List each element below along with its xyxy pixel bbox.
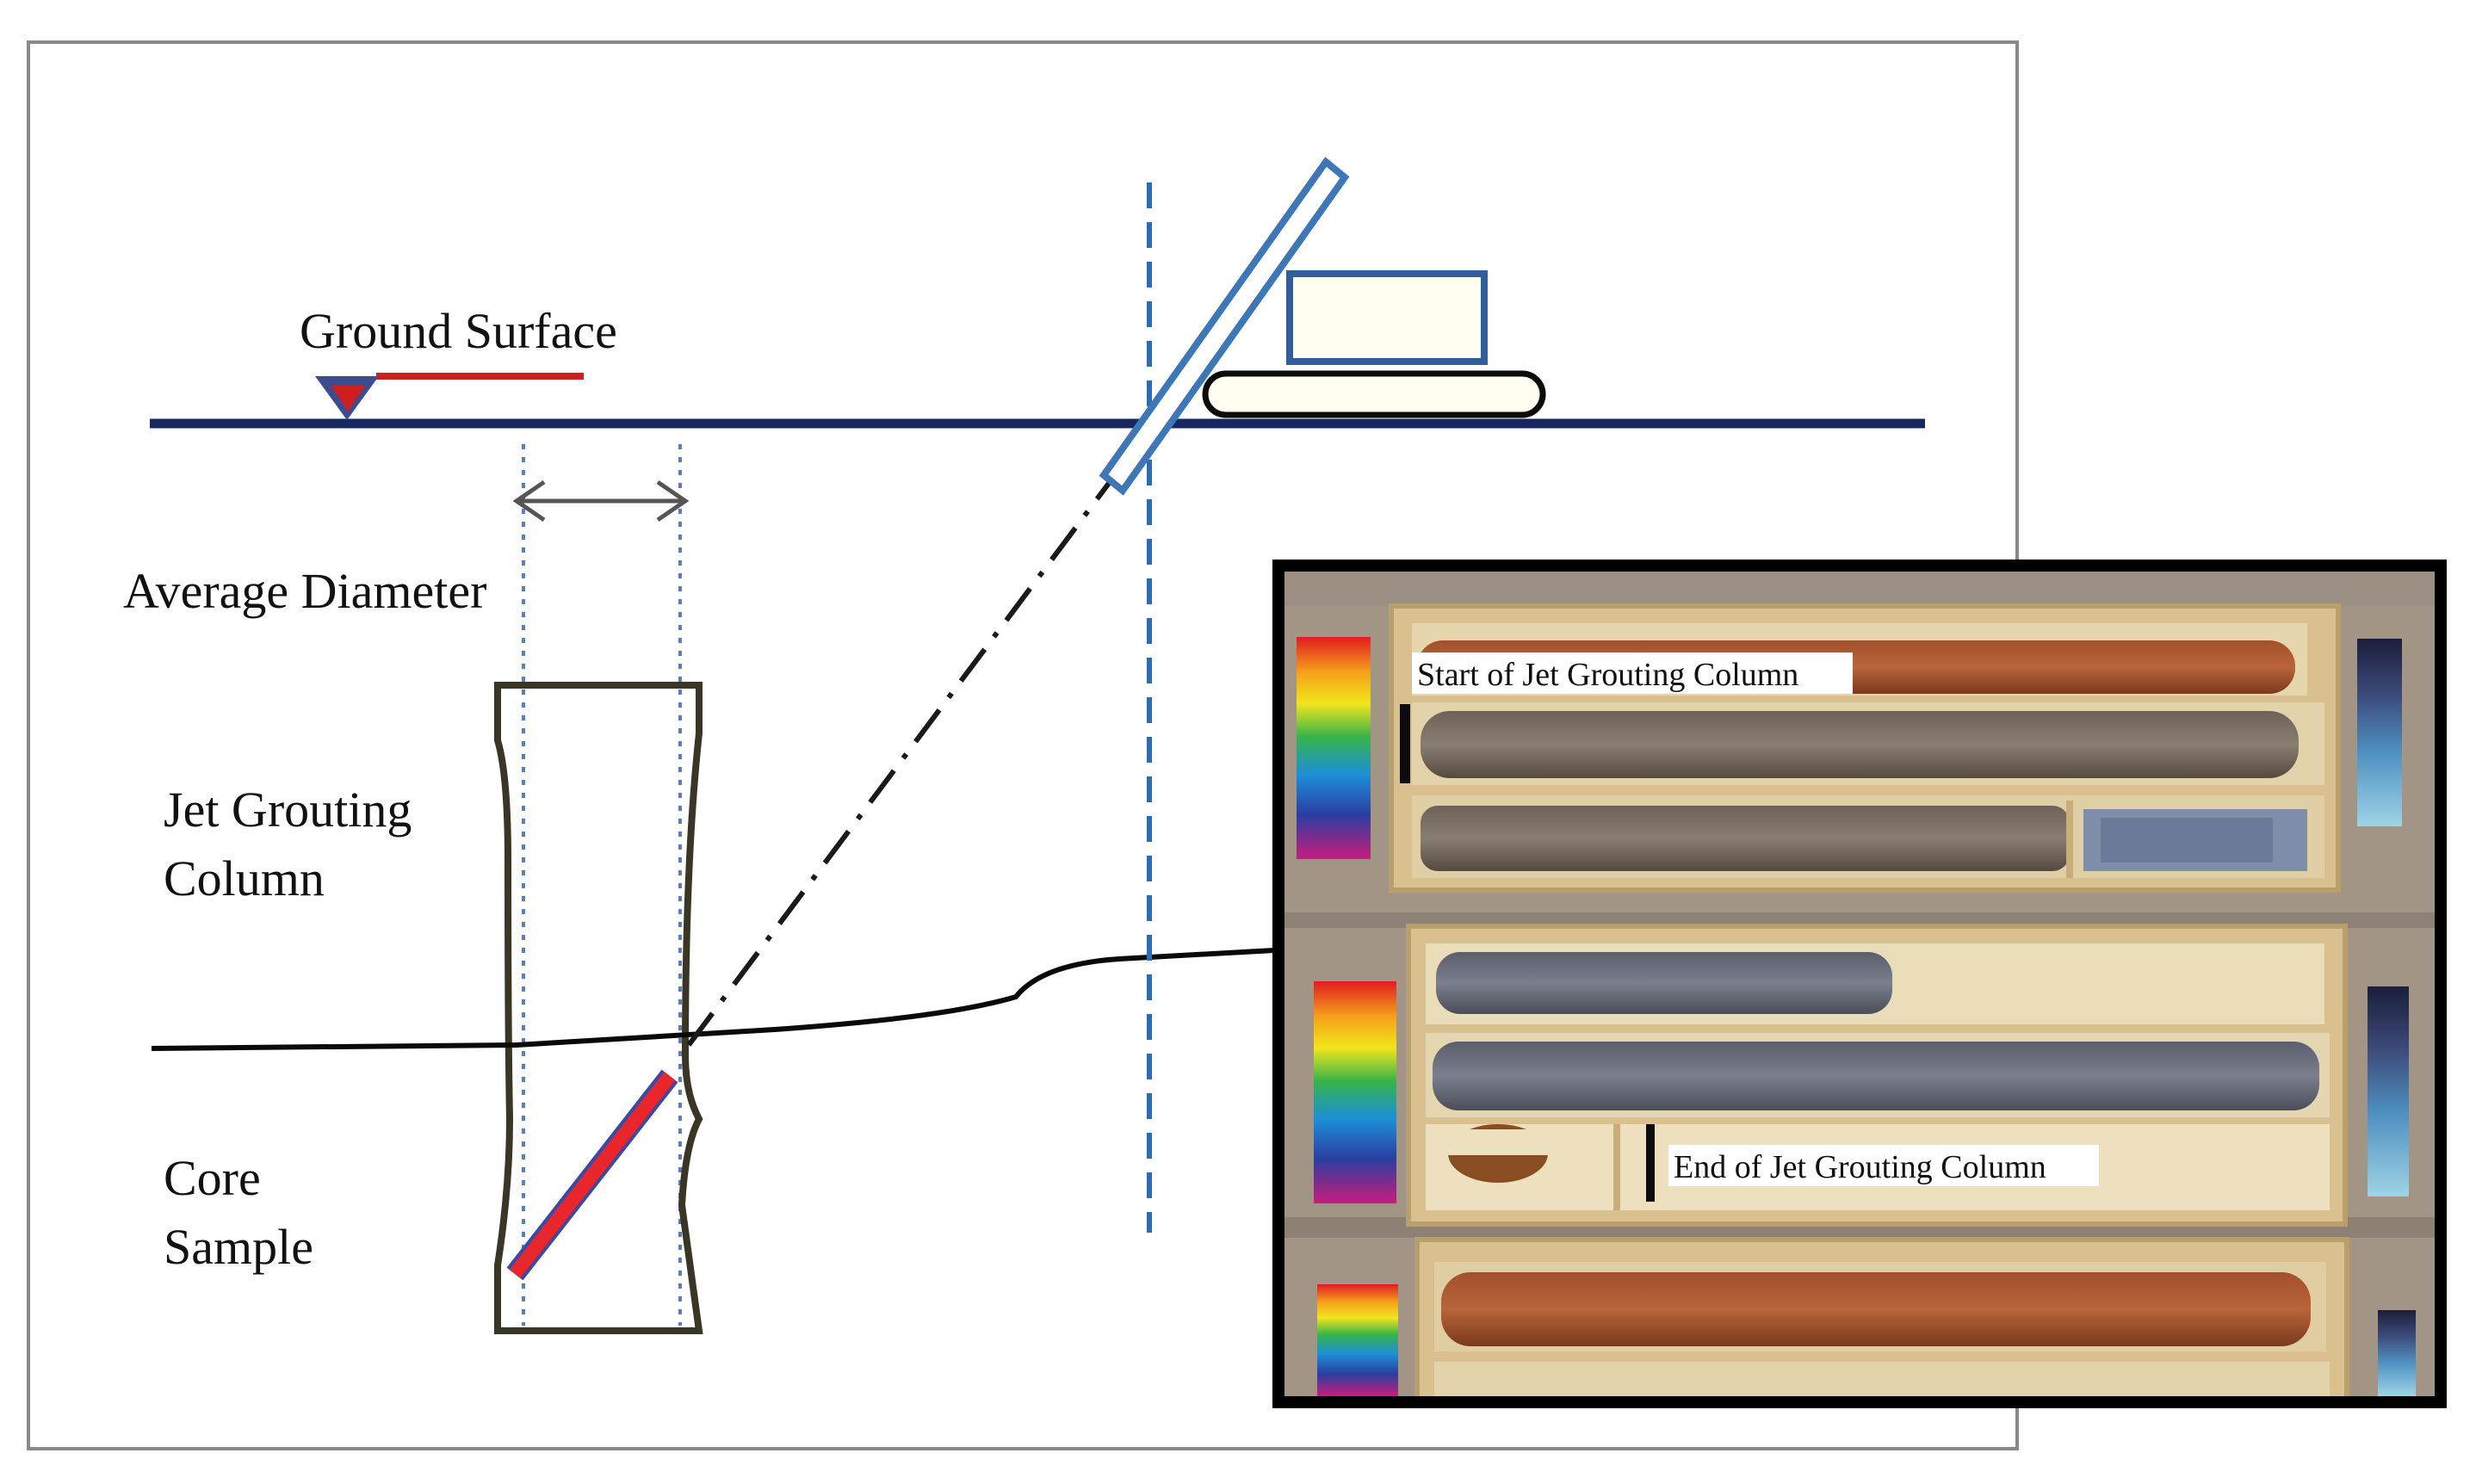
end-of-column-label: End of Jet Grouting Column xyxy=(1674,1149,2046,1185)
ground-surface-label: Ground Surface xyxy=(300,303,617,359)
start-label-box xyxy=(1412,652,1853,694)
average-diameter-label: Average Diameter xyxy=(123,563,486,619)
core-sample-label-line2: Sample xyxy=(164,1219,313,1275)
ground-surface-marker xyxy=(315,373,584,420)
end-label-box xyxy=(1668,1145,2099,1186)
core-sample xyxy=(506,1069,678,1281)
diameter-guide-lines xyxy=(522,444,682,1326)
core-sample-label-line1: Core xyxy=(164,1150,261,1206)
drilling-rig-body xyxy=(1286,270,1488,365)
jet-grouting-column xyxy=(494,682,703,1334)
soil-layer-boundary xyxy=(151,944,1289,1051)
core-box-photo xyxy=(1272,560,2447,1408)
drilling-rod xyxy=(1099,157,1350,496)
drilling-projection-line xyxy=(686,477,1115,1047)
jet-grouting-label-line2: Column xyxy=(164,850,325,906)
start-of-column-label: Start of Jet Grouting Column xyxy=(1417,657,1798,693)
diameter-arrow xyxy=(512,479,690,522)
drilling-rig-track xyxy=(1202,370,1546,418)
jet-grouting-label-line1: Jet Grouting xyxy=(164,782,412,838)
